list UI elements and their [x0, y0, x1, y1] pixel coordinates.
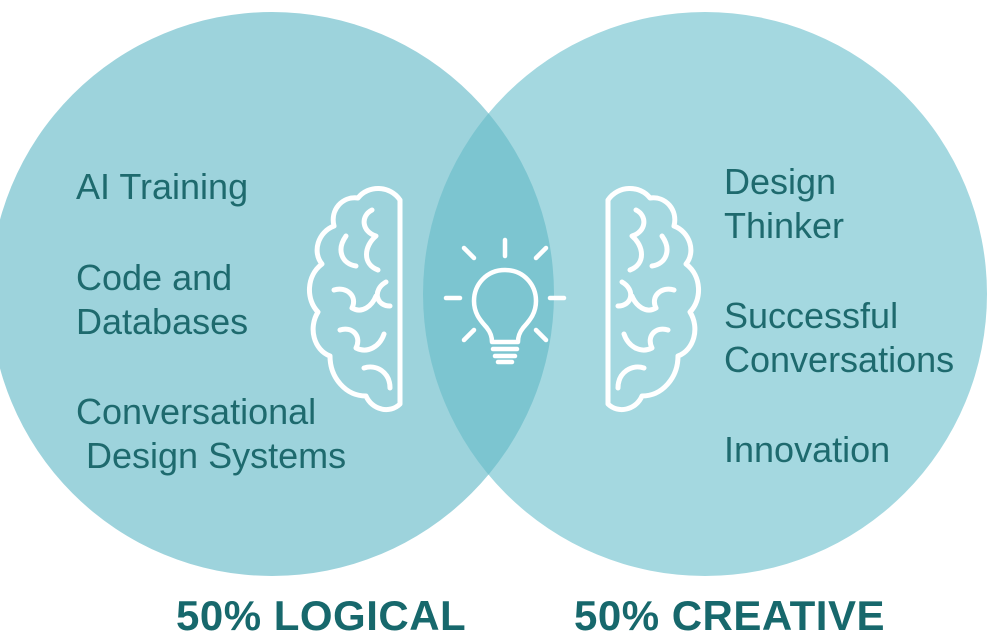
creative-item-design-thinker: Design Thinker — [724, 161, 845, 246]
logical-circle — [0, 12, 554, 576]
creative-caption: 50% CREATIVE — [574, 592, 885, 639]
creative-circle — [423, 12, 987, 576]
creative-item-innovation: Innovation — [724, 429, 891, 470]
logical-item-ai-training: AI Training — [76, 166, 249, 207]
logical-caption: 50% LOGICAL — [176, 592, 467, 639]
left-brain-icon — [307, 186, 403, 413]
creative-item-successful-conversations: Successful Conversations — [724, 295, 955, 380]
right-brain-icon — [605, 186, 701, 413]
lightbulb-icon — [443, 237, 567, 365]
logical-item-code-databases: Code and Databases — [76, 257, 249, 342]
logical-item-conversational-design: Conversational Design Systems — [76, 391, 347, 476]
